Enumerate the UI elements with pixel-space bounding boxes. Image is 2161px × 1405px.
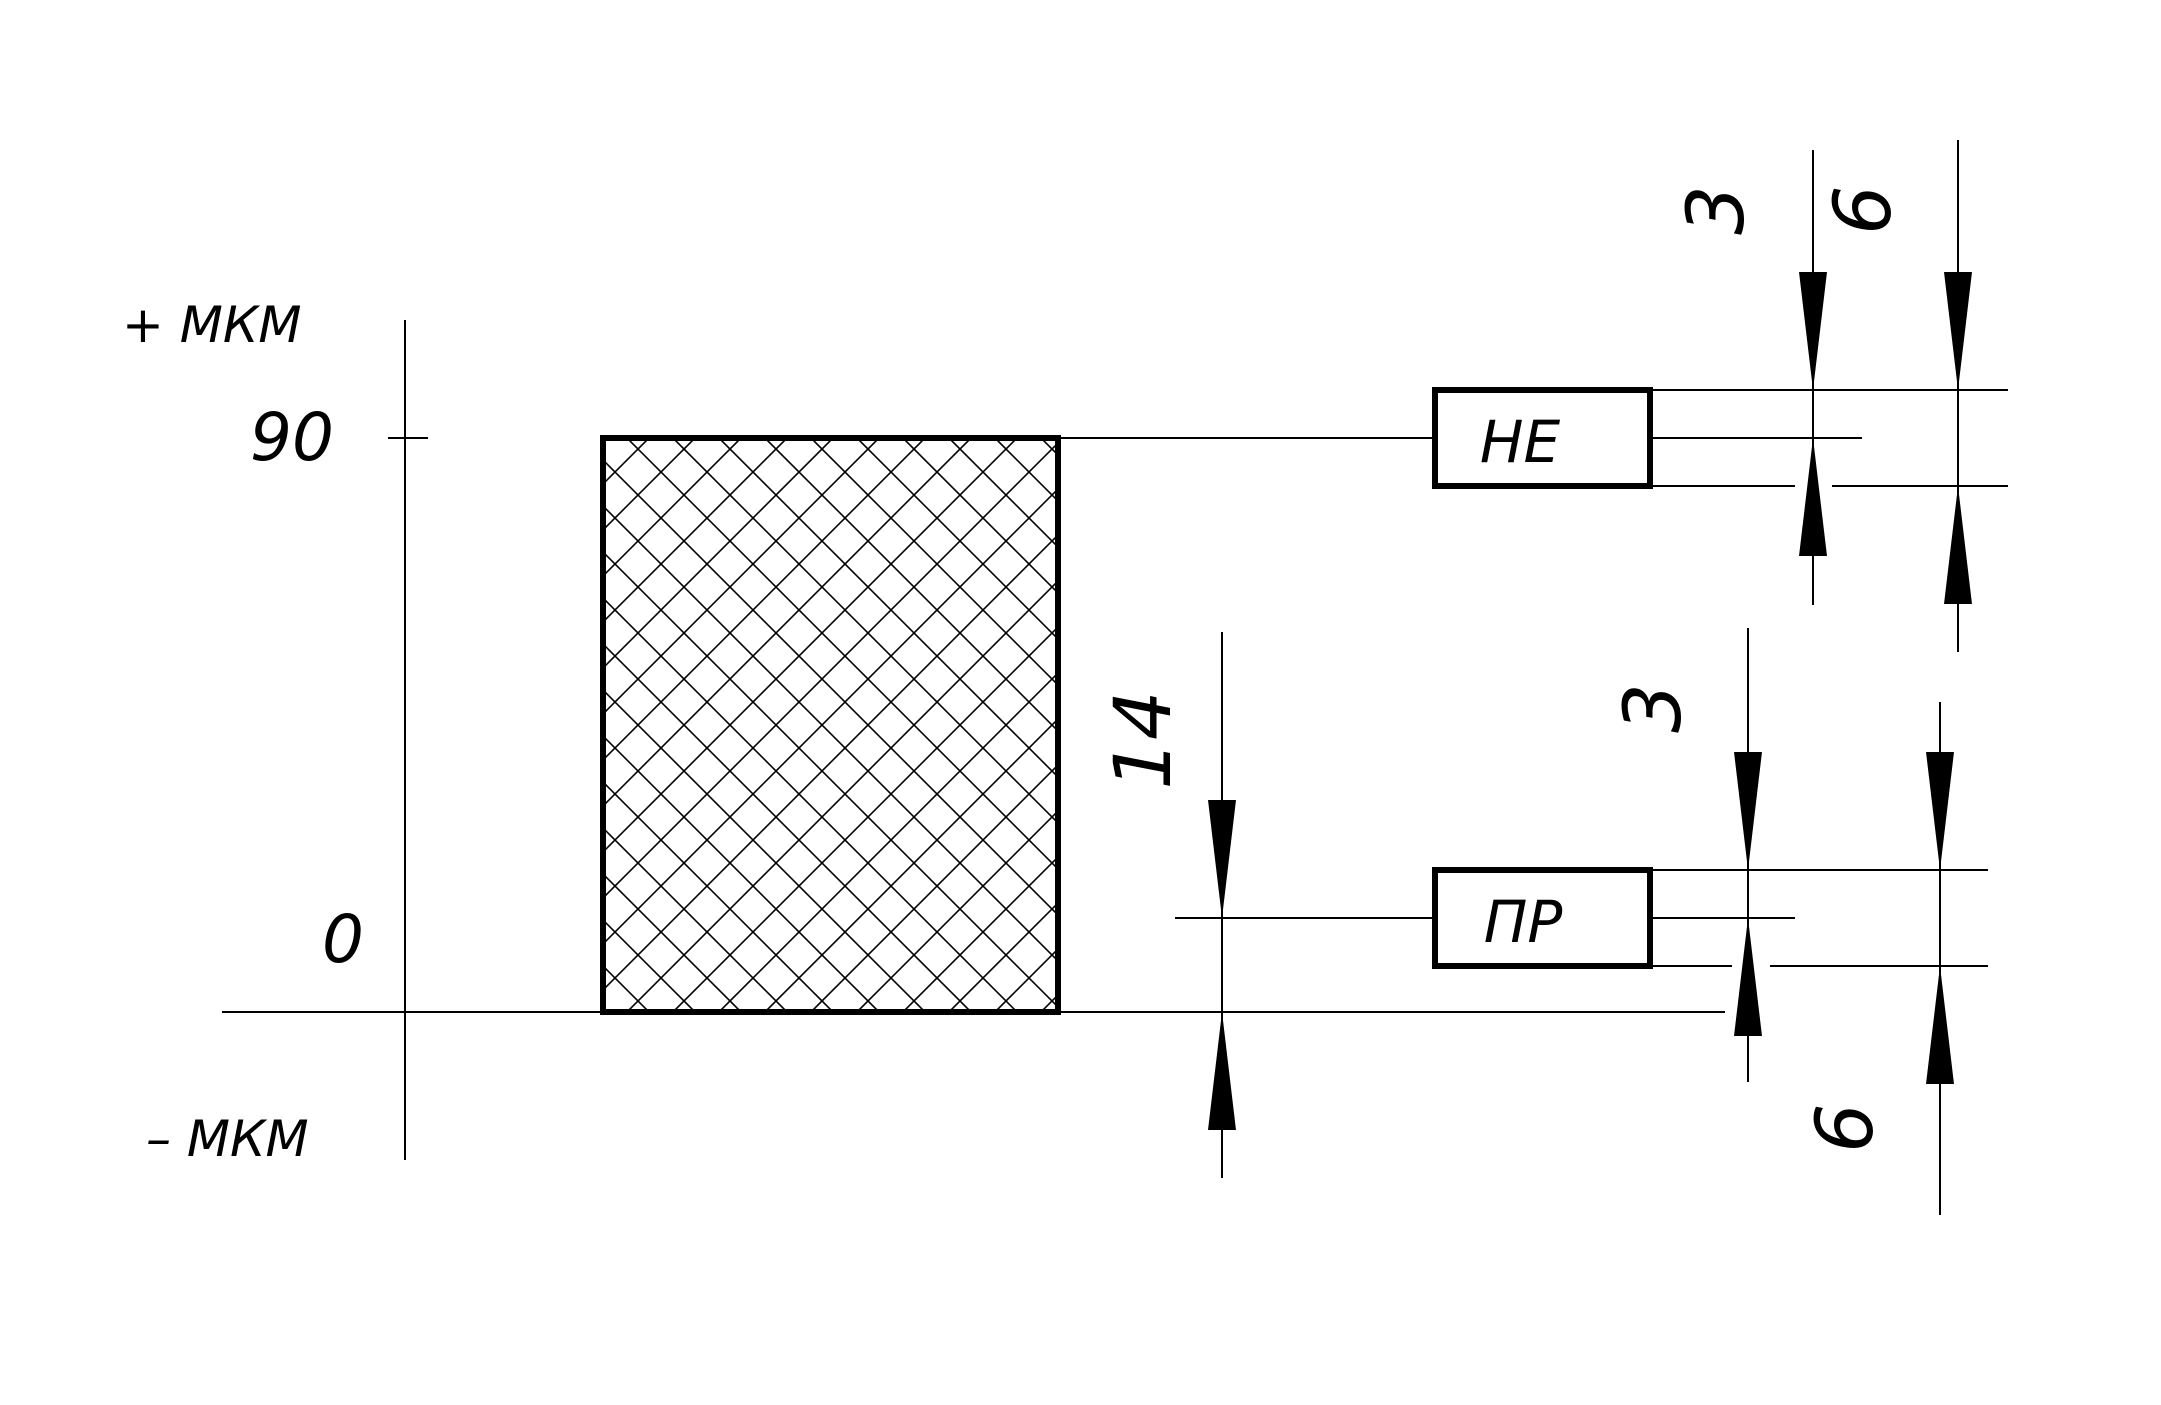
hatch-line (603, 734, 880, 1012)
hatch-line (603, 1010, 604, 1012)
go-offset-arrow-down (1208, 800, 1236, 918)
hatch-line (603, 438, 880, 716)
hatch-line (603, 438, 972, 808)
hatch-line (718, 671, 1058, 1012)
go-dim3-arrow-down (1734, 752, 1762, 870)
hatch-line (856, 809, 1058, 1012)
minus-unit-label: – МКМ (146, 1110, 309, 1168)
hatch-line (1501, 438, 2075, 1012)
hatch-line (810, 438, 1058, 687)
no-go-dim3-arrow-up (1799, 438, 1827, 556)
hatch-line (672, 625, 1058, 1012)
hatch-line (764, 717, 1058, 1012)
tolerance-field (600, 435, 1061, 1015)
hatch-line (603, 438, 742, 578)
no-go-dim6-arrow-up (1944, 486, 1972, 604)
hatch-line (603, 872, 742, 1012)
no-go-gauge-label: НЕ (1480, 408, 1561, 476)
hatch-line (948, 901, 1058, 1012)
hatch-line (603, 533, 1058, 992)
go-gauge-label: ПР (1484, 888, 1563, 956)
hatch-line (1501, 438, 2075, 1012)
go-tolerance-label: 3 (1609, 683, 1699, 733)
hatch-line (948, 438, 1058, 549)
no-go-tolerance-label: 3 (1672, 185, 1762, 235)
plus-unit-label: + МКМ (122, 296, 302, 354)
hatch-line (902, 438, 1058, 595)
hatch-line (603, 780, 834, 1012)
zero-value-label: 0 (322, 901, 364, 978)
no-go-dim3-arrow-down (1799, 272, 1827, 390)
upper-value-label: 90 (250, 399, 334, 476)
tolerance-field-hatch (603, 438, 2075, 1012)
hatch-line (603, 438, 788, 624)
go-dim6-arrow-up (1926, 966, 1954, 1084)
no-go-wear-label: 6 (1819, 185, 1909, 235)
go-offset-arrow-up (1208, 1012, 1236, 1130)
hatch-line (603, 438, 604, 440)
go-wear-label: 6 (1801, 1103, 1891, 1153)
hatch-line (603, 438, 1018, 854)
hatch-line (603, 438, 834, 670)
hatch-line (603, 441, 1058, 900)
hatch-line (603, 438, 926, 762)
go-offset-label: 14 (1099, 690, 1189, 789)
hatch-line (603, 487, 1058, 946)
go-dim3-arrow-up (1734, 918, 1762, 1036)
hatch-line (902, 855, 1058, 1012)
no-go-dim6-arrow-down (1944, 272, 1972, 390)
hatch-line (603, 826, 788, 1012)
hatch-line (810, 763, 1058, 1012)
hatch-line (856, 438, 1058, 641)
hatch-line (626, 579, 1058, 1012)
go-dim6-arrow-down (1926, 752, 1954, 870)
